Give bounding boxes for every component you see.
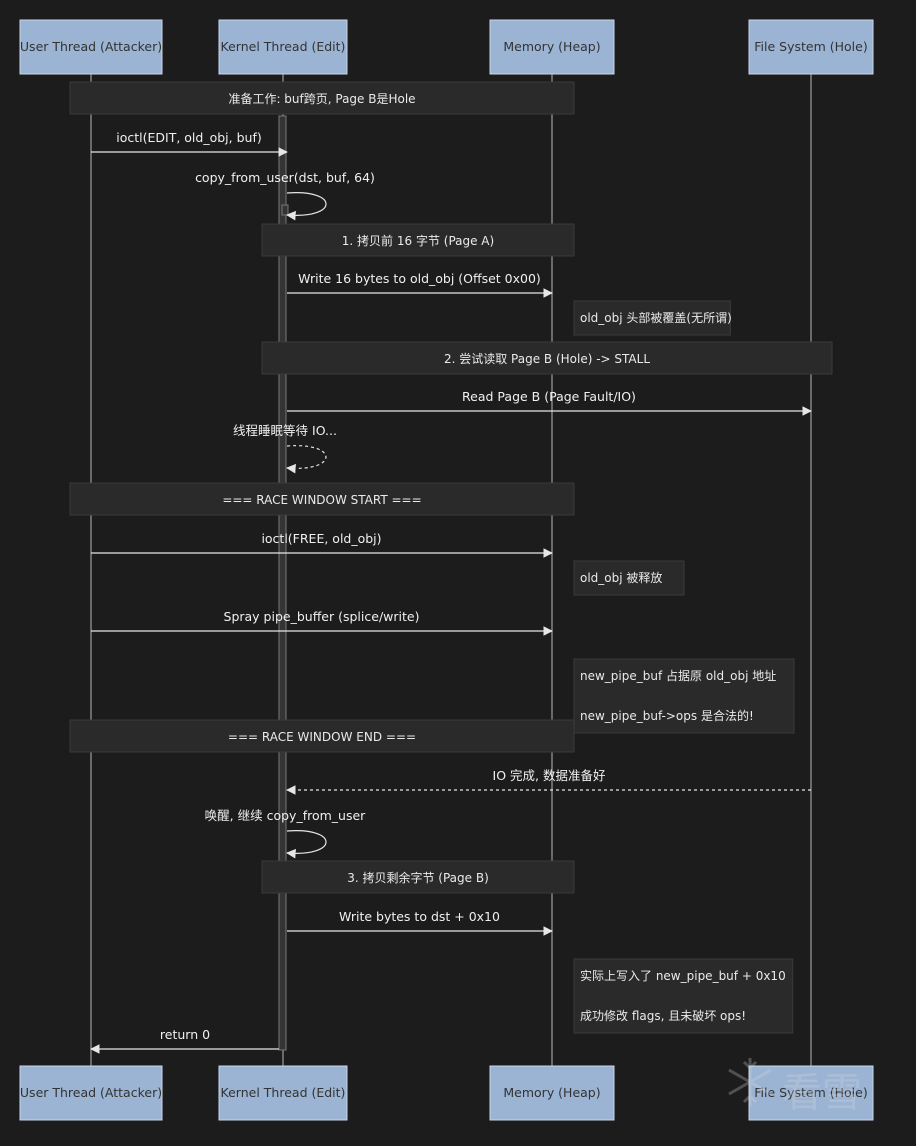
message-label: Write bytes to dst + 0x10	[339, 909, 500, 924]
participant-label: Kernel Thread (Edit)	[221, 39, 346, 54]
message-label: Spray pipe_buffer (splice/write)	[224, 609, 420, 624]
note: new_pipe_buf 占据原 old_obj 地址 new_pipe_buf-…	[573, 658, 795, 734]
snowflake-icon	[728, 1058, 772, 1106]
message-label: Read Page B (Page Fault/IO)	[462, 389, 636, 404]
note: 2. 尝试读取 Page B (Hole) -> STALL	[261, 341, 833, 375]
participant-label: User Thread (Attacker)	[20, 39, 162, 54]
self-message-arrow	[286, 192, 327, 221]
note-text: 1. 拷贝前 16 字节 (Page A)	[342, 233, 494, 248]
self-message-label: 唤醒, 继续 copy_from_user	[205, 808, 366, 823]
watermark: 看雪	[720, 1052, 900, 1116]
activation-bar-kernel-nested	[281, 204, 289, 216]
note-text: 2. 尝试读取 Page B (Hole) -> STALL	[444, 351, 650, 366]
participant-mem-bottom: Memory (Heap)	[489, 1065, 615, 1121]
note-text: 准备工作: buf跨页, Page B是Hole	[228, 92, 415, 106]
note: === RACE WINDOW START ===	[69, 482, 575, 516]
message-label: ioctl(EDIT, old_obj, buf)	[116, 130, 261, 145]
self-message-arrow	[286, 445, 327, 474]
note-text: === RACE WINDOW END ===	[228, 730, 416, 744]
note: 准备工作: buf跨页, Page B是Hole	[69, 81, 575, 115]
note: 实际上写入了 new_pipe_buf + 0x10 成功修改 flags, 且未…	[573, 958, 794, 1034]
note-text: new_pipe_buf 占据原 old_obj 地址	[580, 668, 776, 683]
message-label: return 0	[160, 1027, 210, 1042]
participant-user-top: User Thread (Attacker)	[19, 19, 163, 75]
message-label: ioctl(FREE, old_obj)	[261, 531, 381, 546]
note: old_obj 头部被覆盖(无所谓)	[573, 300, 732, 336]
message-label: Write 16 bytes to old_obj (Offset 0x00)	[298, 271, 541, 286]
self-message-label: 线程睡眠等待 IO...	[233, 423, 337, 438]
participant-kernel-top: Kernel Thread (Edit)	[218, 19, 348, 75]
note: === RACE WINDOW END ===	[69, 719, 575, 753]
participant-label: File System (Hole)	[754, 1085, 867, 1100]
activation-bar-kernel	[278, 115, 287, 1051]
note-text: new_pipe_buf->ops 是合法的!	[580, 708, 754, 723]
self-message-arrow	[286, 830, 327, 859]
participant-fs-bottom: File System (Hole)	[748, 1065, 874, 1121]
note: 3. 拷贝剩余字节 (Page B)	[261, 860, 575, 894]
watermark-text: 看雪	[782, 1070, 862, 1116]
participant-kernel-bottom: Kernel Thread (Edit)	[218, 1065, 348, 1121]
note-text: old_obj 被释放	[580, 570, 662, 585]
self-message-label: copy_from_user(dst, buf, 64)	[195, 170, 375, 185]
note-text: === RACE WINDOW START ===	[222, 493, 421, 507]
participant-mem-top: Memory (Heap)	[489, 19, 615, 75]
participant-label: File System (Hole)	[754, 39, 867, 54]
participant-label: Memory (Heap)	[503, 1085, 600, 1100]
participant-label: Kernel Thread (Edit)	[221, 1085, 346, 1100]
participant-label: Memory (Heap)	[503, 39, 600, 54]
participant-fs-top: File System (Hole)	[748, 19, 874, 75]
message-label: IO 完成, 数据准备好	[493, 768, 606, 783]
note-text: 3. 拷贝剩余字节 (Page B)	[347, 870, 489, 885]
note-text: 成功修改 flags, 且未破坏 ops!	[580, 1008, 746, 1023]
participant-label: User Thread (Attacker)	[20, 1085, 162, 1100]
note: old_obj 被释放	[573, 560, 685, 596]
note: 1. 拷贝前 16 字节 (Page A)	[261, 223, 575, 257]
note-text: 实际上写入了 new_pipe_buf + 0x10	[580, 968, 786, 983]
participant-user-bottom: User Thread (Attacker)	[19, 1065, 163, 1121]
note-text: old_obj 头部被覆盖(无所谓)	[580, 310, 732, 325]
